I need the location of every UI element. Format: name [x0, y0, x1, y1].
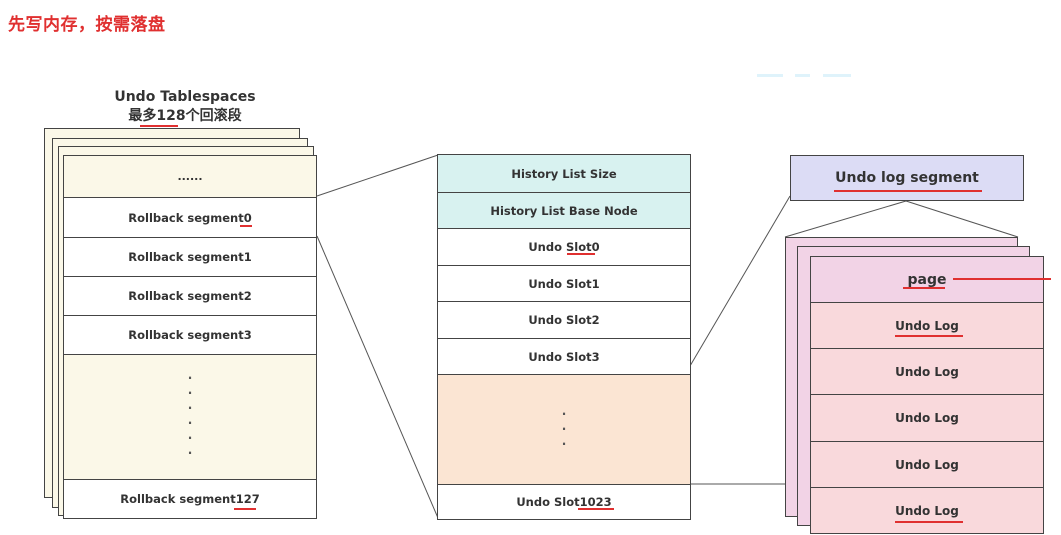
segment127-underline — [234, 508, 256, 510]
segment-title-underline — [834, 190, 982, 192]
segment0-underline — [240, 225, 252, 227]
vertical-ellipsis: ······ — [187, 371, 193, 460]
history-list-size: History List Size — [438, 155, 690, 192]
undo-log-underline — [895, 521, 963, 523]
rollback-segment-3: Rollback segment3 — [64, 315, 316, 355]
connector-line — [689, 195, 791, 367]
tablespace-sheet-front: ...... Rollback segment0 Rollback segmen… — [63, 155, 317, 519]
undo-log-item: Undo Log — [811, 487, 1043, 533]
decorative-mark — [823, 74, 851, 77]
rollback-segment-2: Rollback segment2 — [64, 276, 316, 315]
rollback-segment-1: Rollback segment1 — [64, 237, 316, 276]
slot1023-underline — [578, 508, 614, 510]
rollback-segment-0: Rollback segment0 — [64, 197, 316, 237]
page-sheet-front: page Undo Log Undo Log Undo Log Undo Log… — [810, 256, 1044, 534]
undo-slot-3: Undo Slot3 — [438, 338, 690, 374]
tablespace-top-dots: ...... — [177, 170, 203, 183]
page-title: 先写内存，按需落盘 — [8, 15, 166, 35]
rollback-segment-detail: History List Size History List Base Node… — [437, 154, 691, 520]
rollback-segment-127: Rollback segment127 — [64, 479, 316, 518]
page-label: page — [907, 271, 947, 288]
vertical-ellipsis: ··· — [438, 374, 690, 484]
page-pointer-line — [953, 278, 1051, 280]
undo-slot-0: Undo Slot0 — [438, 228, 690, 265]
decorative-mark — [757, 74, 783, 77]
tablespaces-heading: Undo Tablespaces 最多128个回滚段 — [60, 88, 310, 126]
connector-line — [905, 200, 1019, 238]
tablespaces-subtitle: 最多128个回滚段 — [128, 108, 242, 124]
decorative-mark — [795, 74, 810, 77]
undo-log-item: Undo Log — [811, 348, 1043, 394]
undo-log-segment-box: Undo log segment — [790, 155, 1024, 201]
undo-log-item: Undo Log — [811, 302, 1043, 348]
slot0-underline — [567, 253, 595, 255]
undo-log-underline — [895, 335, 963, 337]
tablespaces-title: Undo Tablespaces — [114, 89, 256, 105]
undo-log-item: Undo Log — [811, 394, 1043, 441]
subtitle-underline — [140, 125, 178, 127]
connector-line — [316, 154, 439, 197]
undo-slot-1: Undo Slot1 — [438, 265, 690, 301]
history-list-base-node: History List Base Node — [438, 192, 690, 228]
undo-log-item: Undo Log — [811, 441, 1043, 487]
connector-line — [784, 200, 907, 238]
undo-slot-2: Undo Slot2 — [438, 301, 690, 338]
connector-line — [316, 235, 439, 519]
undo-slot-1023: Undo Slot1023 — [438, 484, 690, 519]
page-underline — [903, 287, 945, 289]
